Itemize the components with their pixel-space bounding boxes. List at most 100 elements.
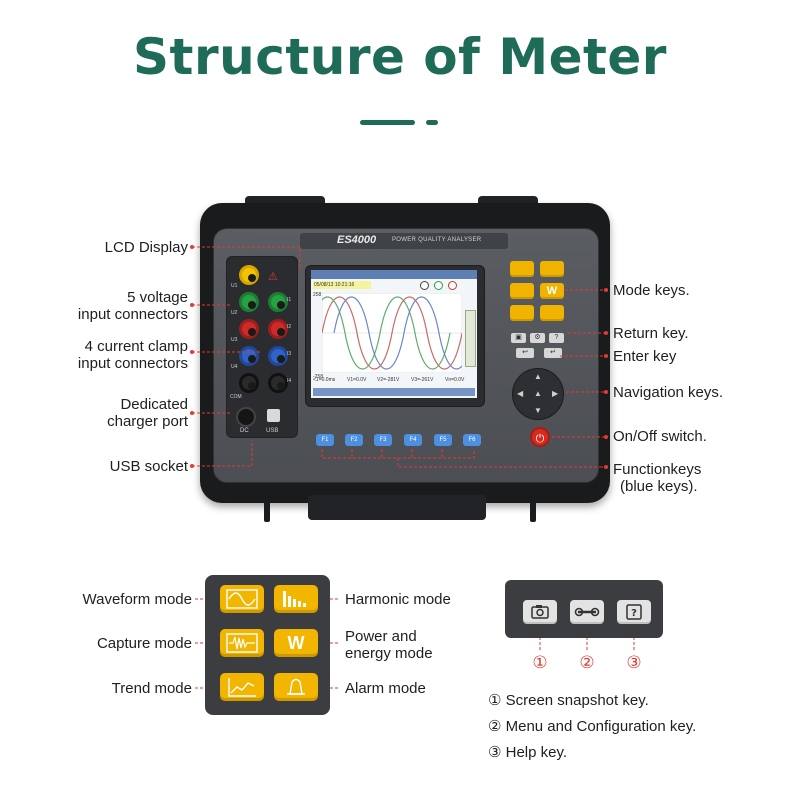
callout-charger-line2: charger port bbox=[107, 413, 188, 430]
case-bottom-handle bbox=[308, 495, 486, 520]
usb-port-label: USB bbox=[266, 428, 279, 434]
lcd-indicator-1 bbox=[420, 281, 429, 290]
key-number-2: ② bbox=[579, 653, 595, 672]
function-key-f5[interactable]: F5 bbox=[434, 434, 452, 446]
function-key-f4[interactable]: F4 bbox=[404, 434, 422, 446]
callout-current-line1: 4 current clamp bbox=[84, 338, 188, 355]
function-key-f3[interactable]: F3 bbox=[374, 434, 392, 446]
lcd-indicator-2 bbox=[434, 281, 443, 290]
jack-i4[interactable] bbox=[268, 373, 288, 393]
page-title: Structure of Meter bbox=[133, 28, 667, 86]
legend-menu-key: ② Menu and Configuration key. bbox=[488, 718, 697, 735]
wrench-icon bbox=[574, 607, 600, 617]
key-number-3: ③ bbox=[626, 653, 642, 672]
menu-configuration-key[interactable] bbox=[570, 600, 604, 624]
label-capture-mode: Capture mode bbox=[96, 635, 192, 652]
jack-label-u3: U3 bbox=[231, 337, 238, 343]
model-plate bbox=[300, 233, 508, 249]
nav-center-icon[interactable]: ▲ bbox=[534, 389, 542, 398]
meter-trend-key[interactable] bbox=[510, 305, 534, 321]
key-number-1: ① bbox=[532, 653, 548, 672]
jack-label-com: COM bbox=[230, 394, 242, 400]
power-energy-mode-key[interactable]: W bbox=[274, 629, 318, 657]
harmonic-mode-key[interactable] bbox=[274, 585, 318, 613]
svg-text:?: ? bbox=[631, 608, 637, 619]
capture-icon bbox=[226, 633, 258, 653]
jack-i1[interactable] bbox=[268, 292, 288, 312]
jack-label-i4: I4 bbox=[287, 378, 292, 384]
lcd-waveform-plot bbox=[322, 293, 462, 373]
label-harmonic-mode: Harmonic mode bbox=[345, 591, 451, 608]
capture-mode-key[interactable] bbox=[220, 629, 264, 657]
model-name: ES4000 bbox=[337, 234, 377, 246]
meter-waveform-key[interactable] bbox=[510, 261, 534, 277]
navigation-pad[interactable]: ▲ ▼ ◀ ▶ ▲ bbox=[512, 368, 564, 420]
function-key-f1[interactable]: F1 bbox=[316, 434, 334, 446]
jack-u3[interactable] bbox=[239, 319, 259, 339]
title-underline bbox=[360, 120, 415, 125]
meter-alarm-key[interactable] bbox=[540, 305, 564, 321]
jack-label-u1: U1 bbox=[231, 283, 238, 289]
jack-i2[interactable] bbox=[268, 319, 288, 339]
lcd-side-bar bbox=[465, 310, 476, 367]
trend-chart-icon bbox=[228, 678, 256, 697]
callout-voltage-line1: 5 voltage bbox=[127, 289, 188, 306]
callout-voltage-line2: input connectors bbox=[77, 306, 188, 323]
jack-u4[interactable] bbox=[239, 346, 259, 366]
function-key-f2[interactable]: F2 bbox=[345, 434, 363, 446]
jack-label-u4: U4 bbox=[231, 364, 238, 370]
screen-snapshot-key[interactable] bbox=[523, 600, 557, 624]
meter-enter-key[interactable]: ↵ bbox=[544, 348, 562, 358]
dc-port-label: DC bbox=[240, 428, 249, 434]
jack-com[interactable] bbox=[239, 373, 259, 393]
usb-socket[interactable] bbox=[267, 409, 280, 422]
alarm-mode-key[interactable] bbox=[274, 673, 318, 701]
help-icon: ? bbox=[626, 604, 642, 620]
lcd-y-bottom: -258 bbox=[313, 374, 324, 380]
meter-snapshot-key[interactable]: ▣ bbox=[511, 333, 526, 343]
lcd-y-top: 258 bbox=[313, 292, 322, 298]
legend-snapshot-key: ① Screen snapshot key. bbox=[488, 692, 649, 709]
meter-menu-key[interactable]: ⚙ bbox=[530, 333, 545, 343]
meter-harmonic-key[interactable] bbox=[540, 261, 564, 277]
lcd-reading: V1=0.0V bbox=[347, 377, 367, 383]
label-power-mode-line2: energy mode bbox=[345, 645, 433, 662]
callout-return-key: Return key. bbox=[613, 325, 689, 342]
meter-return-key[interactable]: ↩ bbox=[516, 348, 534, 358]
power-w-glyph: W bbox=[287, 633, 305, 653]
harmonic-bars-icon bbox=[283, 591, 306, 607]
nav-up-icon[interactable]: ▲ bbox=[534, 372, 542, 381]
power-button[interactable]: ⏻ bbox=[530, 427, 550, 447]
jack-label-u2: U2 bbox=[231, 310, 238, 316]
lcd-reading: Vn=0.0V bbox=[445, 377, 465, 383]
callout-navigation-keys: Navigation keys. bbox=[613, 384, 724, 401]
meter-power-key[interactable]: W bbox=[540, 283, 564, 299]
case-foot bbox=[264, 500, 270, 522]
lcd-reading: V2=-281V bbox=[377, 377, 400, 383]
jack-u2[interactable] bbox=[239, 292, 259, 312]
lcd-readings-row: <1=0.0ms V1=0.0V V2=-281V V3=-261V Vn=0.… bbox=[313, 377, 475, 386]
jack-u1[interactable] bbox=[239, 265, 259, 285]
meter-capture-key[interactable] bbox=[510, 283, 534, 299]
lcd-softkey-bar bbox=[313, 388, 475, 396]
lcd-date-field bbox=[313, 281, 371, 289]
jack-i3[interactable] bbox=[268, 346, 288, 366]
function-key-f6[interactable]: F6 bbox=[463, 434, 481, 446]
legend-help-key: ③ Help key. bbox=[488, 744, 568, 761]
callout-mode-keys: Mode keys. bbox=[613, 282, 690, 299]
lcd-date-time: 05/08/13 10:21:16 bbox=[314, 282, 355, 288]
nav-left-icon[interactable]: ◀ bbox=[517, 389, 524, 398]
lcd-reading: V3=-261V bbox=[411, 377, 434, 383]
camera-icon bbox=[531, 605, 549, 619]
case-foot bbox=[530, 500, 536, 522]
dc-charger-port[interactable] bbox=[236, 407, 256, 427]
meter-help-key[interactable]: ? bbox=[549, 333, 564, 343]
waveform-mode-key[interactable] bbox=[220, 585, 264, 613]
title-underline-dot bbox=[426, 120, 438, 125]
trend-mode-key[interactable] bbox=[220, 673, 264, 701]
help-key[interactable]: ? bbox=[617, 600, 651, 624]
warning-icon: ⚠ bbox=[268, 271, 278, 283]
nav-right-icon[interactable]: ▶ bbox=[552, 389, 559, 398]
nav-down-icon[interactable]: ▼ bbox=[534, 406, 542, 415]
callout-function-keys-line1: Functionkeys bbox=[613, 461, 702, 478]
